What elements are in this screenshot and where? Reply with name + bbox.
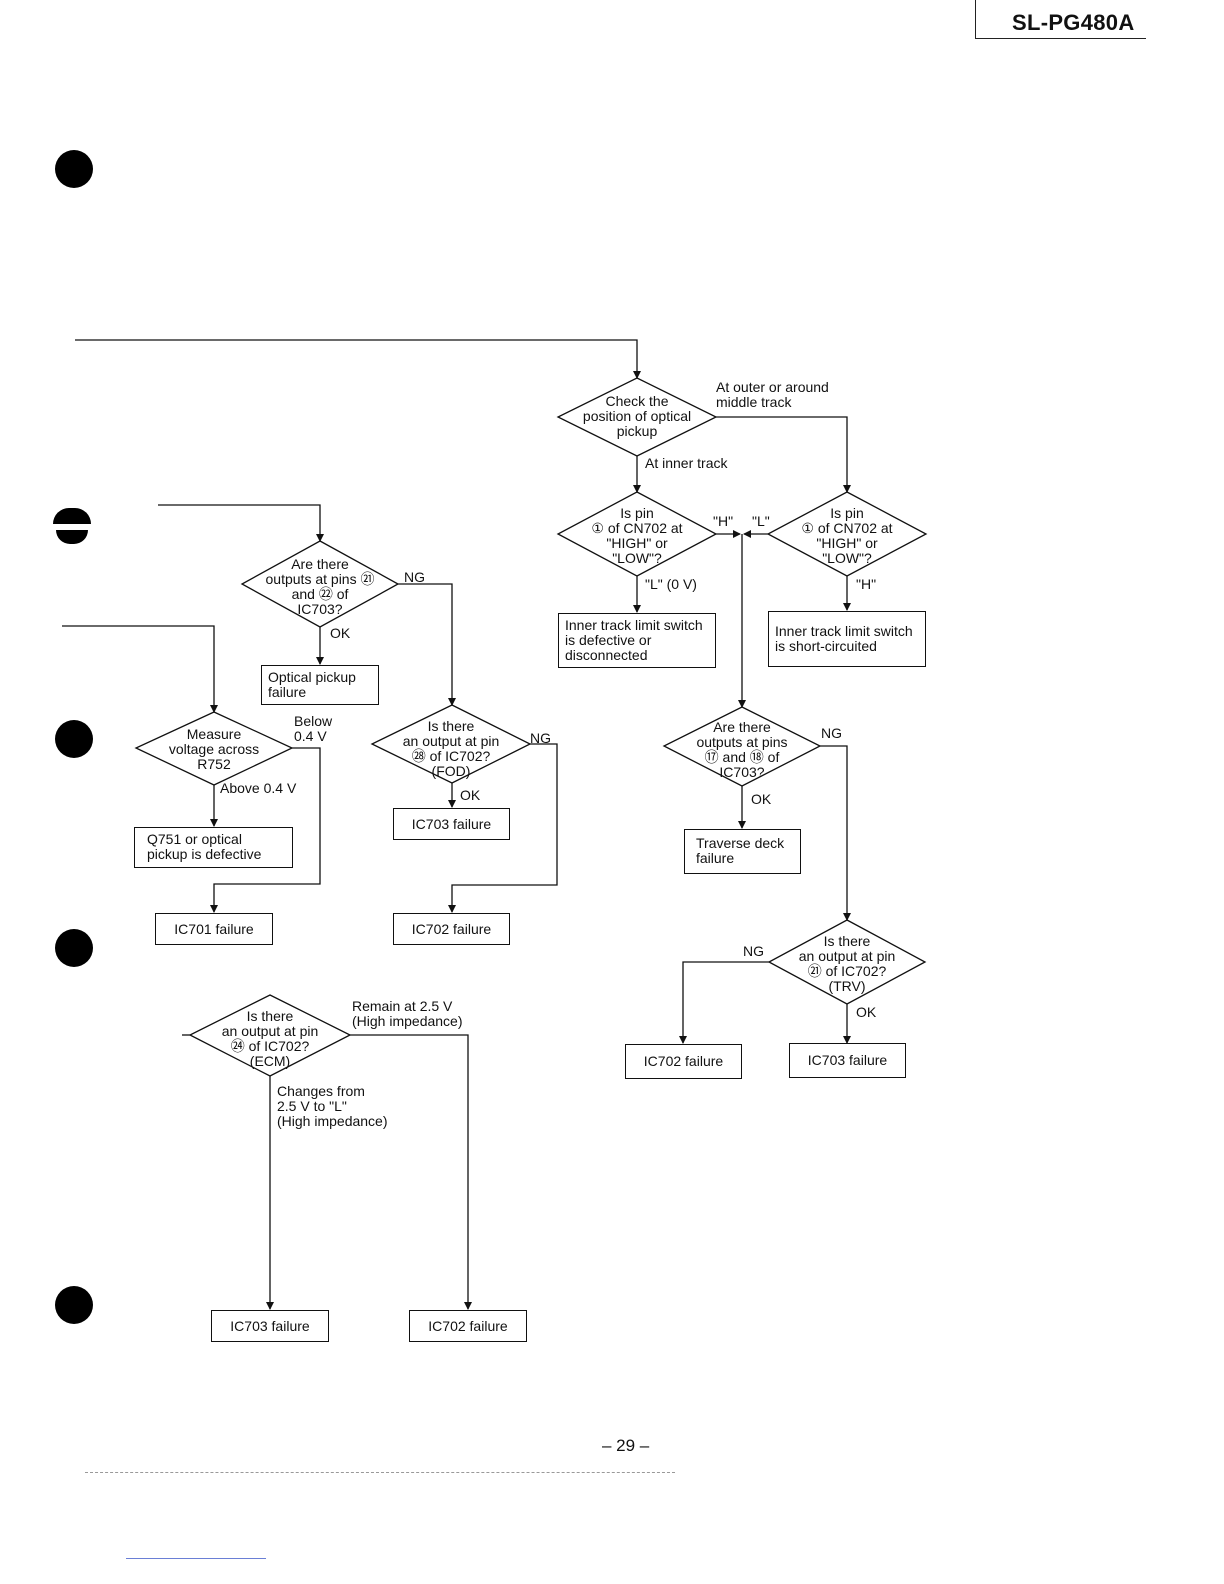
ic702-failure-box: IC702 failure bbox=[625, 1044, 742, 1079]
ok-label: OK bbox=[856, 1004, 877, 1020]
high-label-right: "H" bbox=[856, 576, 877, 592]
footer-rule bbox=[85, 1472, 675, 1473]
below-label: Below 0.4 V bbox=[294, 713, 333, 744]
ecm-question: Is there an output at pin ㉔ of IC702? (E… bbox=[221, 1008, 319, 1069]
fod-question: Is there an output at pin ㉘ of IC702? (F… bbox=[402, 718, 500, 779]
connector bbox=[158, 504, 324, 542]
ic703-failure-box: IC703 failure bbox=[789, 1043, 906, 1078]
check-position-question: Check the position of optical pickup bbox=[582, 393, 692, 439]
punch-hole bbox=[55, 929, 93, 967]
high-label: "H" bbox=[713, 513, 734, 529]
connector bbox=[350, 1034, 472, 1310]
punch-hole bbox=[55, 150, 93, 188]
ic701-failure-box: IC701 failure bbox=[155, 913, 273, 945]
above-label: Above 0.4 V bbox=[220, 780, 297, 796]
ok-label: OK bbox=[330, 625, 351, 641]
header-frame bbox=[975, 0, 1146, 39]
ic703-failure-box: IC703 failure bbox=[211, 1310, 329, 1342]
page-number: – 29 – bbox=[602, 1436, 650, 1455]
ng-label: NG bbox=[821, 725, 842, 741]
measure-r752-question: Measure voltage across R752 bbox=[168, 726, 260, 772]
ok-label: OK bbox=[751, 791, 772, 807]
outer-track-label: At outer or around middle track bbox=[716, 379, 829, 410]
outputs-17-18-question: Are there outputs at pins ⑰ and ⑱ of IC7… bbox=[696, 719, 788, 780]
inner-switch-short-box: Inner track limit switch is short-circui… bbox=[768, 611, 926, 667]
ic702-failure-box: IC702 failure bbox=[409, 1310, 527, 1342]
ic703-failure-box: IC703 failure bbox=[393, 808, 510, 840]
low-0v-label: "L" (0 V) bbox=[645, 576, 697, 592]
low-label: "L" bbox=[752, 513, 770, 529]
trv-question: Is there an output at pin ㉑ of IC702? (T… bbox=[798, 933, 896, 994]
changes-label: Changes from 2.5 V to "L" (High impedanc… bbox=[277, 1083, 388, 1129]
ok-label: OK bbox=[460, 787, 481, 803]
connector bbox=[62, 625, 218, 713]
inner-switch-defective-box: Inner track limit switch is defective or… bbox=[558, 613, 716, 668]
ng-label: NG bbox=[743, 943, 764, 959]
connector bbox=[448, 743, 558, 913]
remain-label: Remain at 2.5 V (High impedance) bbox=[352, 998, 463, 1029]
punch-hole bbox=[55, 720, 93, 758]
optical-pickup-failure-box: Optical pickup failure bbox=[261, 665, 379, 705]
ic702-failure-box: IC702 failure bbox=[393, 913, 510, 945]
q751-defective-box: Q751 or optical pickup is defective bbox=[134, 827, 293, 868]
punch-hole bbox=[53, 508, 91, 546]
inner-track-label: At inner track bbox=[645, 455, 728, 471]
pin1-question-right: Is pin ① of CN702 at "HIGH" or "LOW"? bbox=[801, 505, 893, 566]
connector bbox=[75, 339, 641, 379]
connector bbox=[398, 583, 456, 706]
connector bbox=[820, 745, 851, 921]
punch-hole bbox=[55, 1286, 93, 1324]
connector bbox=[679, 961, 769, 1044]
ng-label: NG bbox=[404, 569, 425, 585]
traverse-deck-failure-box: Traverse deck failure bbox=[684, 829, 801, 874]
connector bbox=[716, 416, 851, 493]
connector bbox=[210, 747, 321, 913]
ng-label: NG bbox=[530, 730, 551, 746]
outputs-21-22-question: Are there outputs at pins ㉑ and ㉒ of IC7… bbox=[265, 556, 375, 617]
blue-rule bbox=[126, 1558, 266, 1559]
pin1-question-left: Is pin ① of CN702 at "HIGH" or "LOW"? bbox=[591, 505, 683, 566]
model-number: SL-PG480A bbox=[1012, 10, 1135, 35]
